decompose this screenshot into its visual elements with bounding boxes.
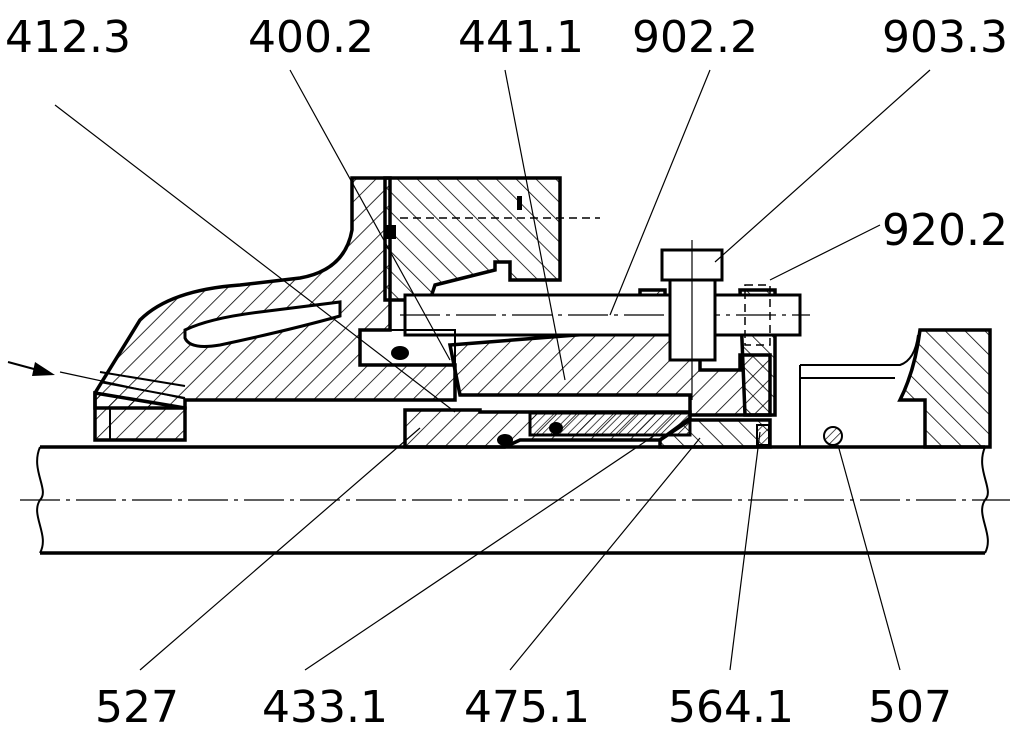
label-902-2: 902.2	[632, 12, 758, 63]
right-housing	[799, 328, 992, 449]
label-400-2: 400.2	[248, 12, 374, 63]
label-507: 507	[868, 682, 952, 733]
shaft	[20, 445, 1010, 555]
gasket-400-2	[359, 329, 456, 366]
label-920-2: 920.2	[882, 205, 1008, 256]
label-475-1: 475.1	[464, 682, 590, 733]
inlet-piece	[93, 371, 187, 442]
seal-ring-433-1	[403, 408, 692, 449]
label-564-1: 564.1	[668, 682, 794, 733]
label-441-1: 441.1	[458, 12, 584, 63]
stud-902-2	[400, 284, 810, 346]
cover-block	[383, 176, 600, 302]
label-433-1: 433.1	[262, 682, 388, 733]
leader-lines	[54, 69, 931, 671]
label-903-3: 903.3	[882, 12, 1008, 63]
bolt-903-3	[660, 240, 724, 400]
o-ring-527	[497, 434, 513, 446]
o-ring-cover	[386, 225, 396, 239]
flow-arrow	[7, 361, 191, 401]
seat-475-1	[658, 418, 772, 449]
o-ring-507	[823, 426, 843, 446]
label-412-3: 412.3	[5, 12, 131, 63]
label-527: 527	[95, 682, 179, 733]
